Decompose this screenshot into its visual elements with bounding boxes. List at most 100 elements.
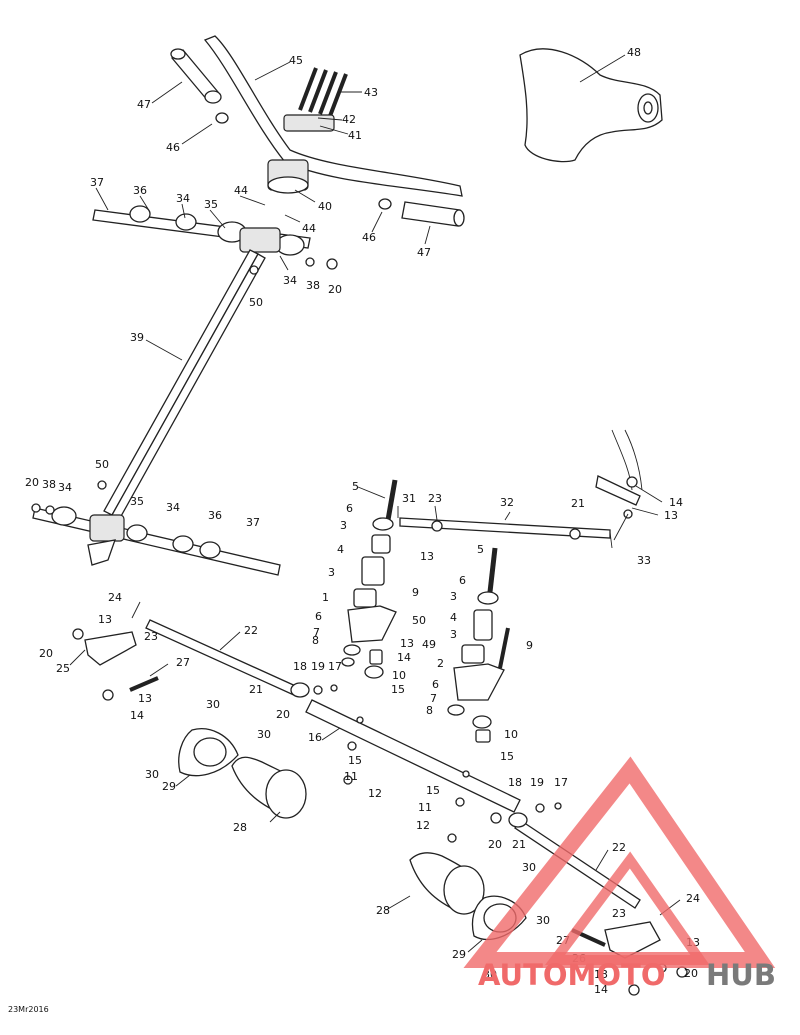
leader-lines <box>69 54 681 953</box>
callout-label: 6 <box>432 678 439 691</box>
callout-label: 23 <box>428 492 442 505</box>
callout-label: 47 <box>417 246 431 259</box>
callout-label: 11 <box>418 801 432 814</box>
callout-label: 20 <box>684 967 698 980</box>
watermark-text-secondary: HUB <box>706 958 776 992</box>
callout-label: 21 <box>512 838 526 851</box>
callout-label: 38 <box>306 279 320 292</box>
callout-label: 37 <box>246 516 260 529</box>
callout-label: 49 <box>422 638 436 651</box>
callout-label: 14 <box>594 983 608 996</box>
callout-label: 40 <box>318 200 332 213</box>
callout-label: 14 <box>130 709 144 722</box>
callout-label: 7 <box>313 626 320 639</box>
callout-label: 20 <box>488 838 502 851</box>
callout-label: 22 <box>612 841 626 854</box>
callout-label: 47 <box>137 98 151 111</box>
callout-label: 3 <box>450 590 457 603</box>
callout-label: 30 <box>483 968 497 981</box>
callout-label: 27 <box>176 656 190 669</box>
callout-label: 13 <box>664 509 678 522</box>
callout-label: 8 <box>312 634 319 647</box>
callout-label: 29 <box>452 948 466 961</box>
callout-label: 20 <box>39 647 53 660</box>
callout-label: 30 <box>536 914 550 927</box>
callout-label: 20 <box>328 283 342 296</box>
callout-label: 34 <box>283 274 297 287</box>
callout-label: 46 <box>166 141 180 154</box>
callout-label: 7 <box>430 692 437 705</box>
callout-label: 18 <box>508 776 522 789</box>
watermark-logo: AUTOMOTO HUB <box>463 756 776 992</box>
callout-label: 1 <box>322 591 329 604</box>
callout-label: 30 <box>257 728 271 741</box>
callout-label: 5 <box>352 480 359 493</box>
callout-label: 13 <box>594 968 608 981</box>
handlebar-part <box>170 35 465 227</box>
callout-label: 3 <box>450 628 457 641</box>
callout-label: 42 <box>342 113 356 126</box>
callout-label: 21 <box>249 683 263 696</box>
callout-label: 3 <box>328 566 335 579</box>
callout-label: 11 <box>344 770 358 783</box>
callout-label: 10 <box>392 669 406 682</box>
crossbar-part <box>305 699 521 813</box>
steering-column-part <box>103 249 266 519</box>
callout-label: 14 <box>397 651 411 664</box>
callout-label: 28 <box>376 904 390 917</box>
callout-label: 3 <box>340 519 347 532</box>
callout-label: 30 <box>206 698 220 711</box>
callout-label: 2 <box>437 657 444 670</box>
callout-label: 37 <box>90 176 104 189</box>
callout-label: 44 <box>234 184 248 197</box>
callout-label: 38 <box>42 478 56 491</box>
callout-label: 19 <box>311 660 325 673</box>
callout-label: 15 <box>426 784 440 797</box>
callout-label: 36 <box>208 509 222 522</box>
callout-label: 35 <box>130 495 144 508</box>
callout-label: 43 <box>364 86 378 99</box>
boot-left-part <box>178 728 307 819</box>
clamp-bolts-part <box>267 67 348 194</box>
callout-label: 16 <box>308 731 322 744</box>
callout-label: 44 <box>302 222 316 235</box>
callout-label: 50 <box>249 296 263 309</box>
callout-label: 32 <box>500 496 514 509</box>
callout-label: 13 <box>420 550 434 563</box>
pivot-left-part <box>341 479 398 679</box>
callout-label: 6 <box>459 574 466 587</box>
callout-label: 4 <box>450 611 457 624</box>
callout-label: 30 <box>145 768 159 781</box>
callout-label: 35 <box>204 198 218 211</box>
callout-label: 17 <box>554 776 568 789</box>
callout-label: 19 <box>530 776 544 789</box>
callout-label: 50 <box>95 458 109 471</box>
callout-label: 5 <box>477 543 484 556</box>
callout-label: 36 <box>133 184 147 197</box>
callout-label: 29 <box>162 780 176 793</box>
callout-label: 13 <box>400 637 414 650</box>
callout-label: 18 <box>293 660 307 673</box>
callout-label: 9 <box>412 586 419 599</box>
callout-label: 17 <box>328 660 342 673</box>
watermark-text-primary: AUTOMOTO <box>478 958 665 992</box>
callout-label: 30 <box>522 861 536 874</box>
callout-label: 6 <box>315 610 322 623</box>
callout-label: 4 <box>337 543 344 556</box>
callout-label: 34 <box>166 501 180 514</box>
callout-label: 9 <box>526 639 533 652</box>
tie-rod-upper-part <box>399 517 611 540</box>
callout-label: 8 <box>426 704 433 717</box>
callout-label: 45 <box>289 54 303 67</box>
callout-label: 24 <box>686 892 700 905</box>
callout-label: 6 <box>346 502 353 515</box>
callout-label: 41 <box>348 129 362 142</box>
callout-label: 34 <box>176 192 190 205</box>
date-stamp: 23Mr2016 <box>8 1005 49 1014</box>
lower-linkage-part <box>32 506 281 576</box>
callout-label: 12 <box>416 819 430 832</box>
callout-label: 12 <box>368 787 382 800</box>
callout-label: 33 <box>637 554 651 567</box>
callout-label: 50 <box>412 614 426 627</box>
